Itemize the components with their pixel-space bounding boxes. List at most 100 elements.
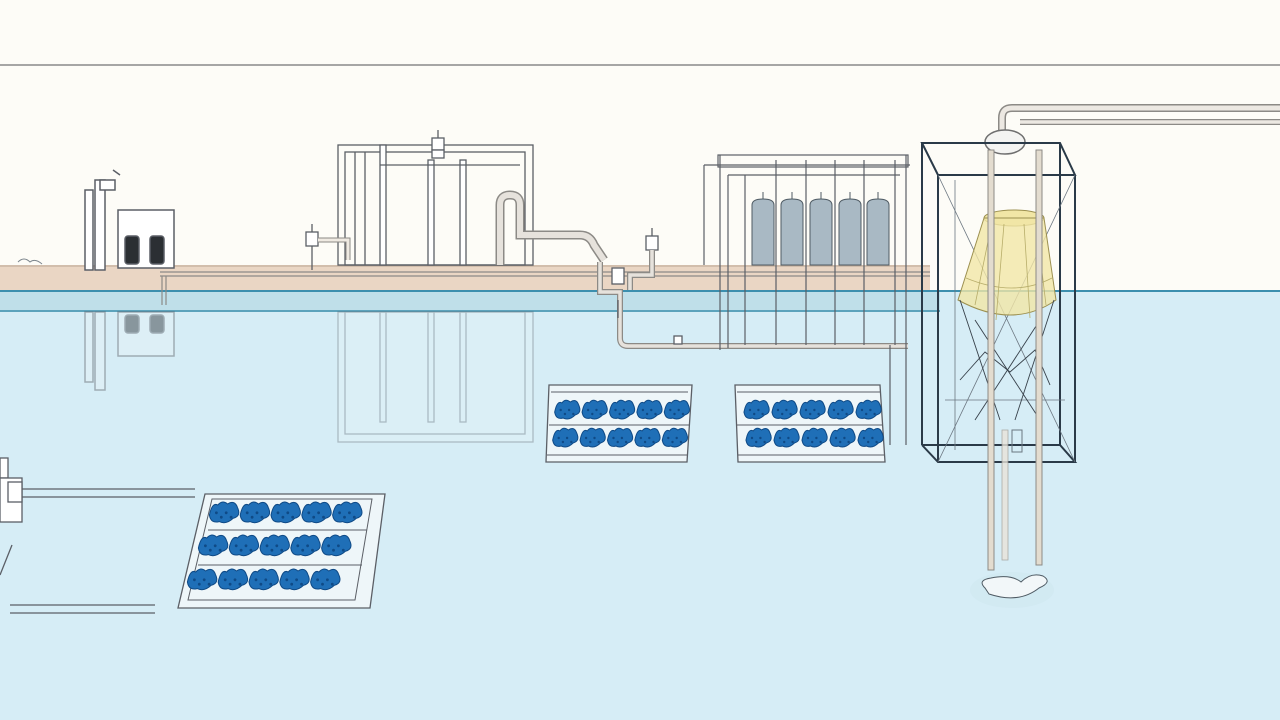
seaweed-texture [648, 436, 651, 440]
seaweed-texture [557, 436, 560, 440]
seaweed-texture [620, 436, 624, 440]
seaweed-texture [785, 408, 788, 412]
seaweed-texture [639, 436, 643, 440]
seaweed-tray-small-2 [734, 384, 886, 463]
seaweed-texture [584, 436, 588, 440]
seaweed-texture [586, 408, 590, 412]
seaweed-texture [244, 544, 248, 548]
cylinder-tank-icon [751, 192, 775, 266]
seaweed-texture [264, 578, 268, 582]
seaweed-texture [750, 436, 754, 440]
seaweed-tray-large [10, 488, 386, 614]
seaweed-texture [265, 544, 269, 548]
seaweed-texture [817, 412, 820, 416]
tank-unit-icon [84, 169, 175, 391]
seaweed-texture [317, 511, 320, 515]
seaweed-texture [254, 578, 258, 582]
seaweed-texture [234, 544, 238, 548]
seaweed-texture [675, 436, 678, 440]
seaweed-texture [229, 515, 233, 519]
seaweed-texture [612, 436, 615, 440]
intake-pipe-icon [970, 149, 1054, 608]
seaweed-texture [219, 515, 223, 519]
seaweed-texture [650, 408, 653, 412]
seaweed-texture [316, 578, 319, 582]
seaweed-texture [871, 436, 874, 440]
riser-valves [597, 228, 908, 349]
seaweed-texture [275, 544, 279, 548]
seaweed-texture [595, 408, 598, 412]
seaweed-texture [787, 436, 790, 440]
seaweed-texture [233, 578, 237, 582]
seaweed-texture [202, 578, 206, 582]
seaweed-texture [869, 408, 872, 412]
seaweed-texture [327, 544, 330, 548]
seaweed-texture [862, 436, 866, 440]
seaweed-texture [867, 440, 870, 444]
seaweed-texture [645, 412, 649, 416]
seaweed-texture [815, 436, 818, 440]
seaweed-texture [285, 578, 289, 582]
seaweed-texture [249, 548, 253, 552]
seaweed-texture [641, 408, 645, 412]
seaweed-texture [673, 412, 676, 416]
seaweed-texture [208, 548, 212, 552]
cylinder-tank-icon [780, 192, 804, 266]
seaweed-texture [332, 548, 335, 552]
seaweed-texture [597, 440, 600, 444]
seaweed-texture [839, 440, 842, 444]
seaweed-cells [186, 501, 363, 591]
seaweed-texture [352, 515, 356, 519]
seaweed-texture [306, 544, 309, 548]
seaweed-texture [286, 511, 290, 515]
cylinder-tank-icon [809, 192, 833, 266]
seaweed-texture [819, 440, 822, 444]
seaweed-texture [679, 440, 683, 444]
seaweed-texture [269, 582, 273, 586]
seaweed-texture [341, 548, 345, 552]
seaweed-texture [563, 412, 567, 416]
seaweed-texture [295, 578, 298, 582]
seaweed-texture [832, 408, 836, 412]
seaweed-texture [290, 582, 294, 586]
seaweed-texture [207, 582, 211, 586]
left-edge-machine [0, 457, 23, 576]
seaweed-texture [593, 436, 596, 440]
cylinder-tanks [751, 192, 890, 266]
seaweed-texture [255, 511, 259, 515]
seaweed-texture [763, 440, 766, 444]
seaweed-texture [781, 412, 784, 416]
cylinder-tank-icon [838, 192, 862, 266]
seaweed-texture [841, 408, 844, 412]
seaweed-texture [677, 408, 680, 412]
seaweed-texture [614, 408, 617, 412]
seaweed-texture [223, 578, 227, 582]
seaweed-texture [561, 440, 565, 444]
seaweed-texture [197, 582, 201, 586]
seaweed-texture [311, 548, 314, 552]
seaweed-texture [804, 408, 808, 412]
seaweed-texture [843, 436, 846, 440]
seaweed-texture [245, 511, 249, 515]
seaweed-texture [312, 515, 316, 519]
seaweed-texture [224, 511, 228, 515]
seaweed-texture [326, 578, 329, 582]
seaweed-texture [218, 548, 222, 552]
seaweed-texture [270, 548, 274, 552]
cone-net-structure [920, 104, 1280, 608]
seaweed-texture [337, 544, 340, 548]
cone-net-icon [957, 209, 1057, 321]
seaweed-texture [260, 515, 264, 519]
seaweed-texture [834, 436, 838, 440]
water-body [0, 290, 1280, 720]
seaweed-texture [624, 440, 628, 444]
seaweed-texture [667, 436, 670, 440]
seaweed-texture [307, 511, 311, 515]
seaweed-texture [811, 440, 814, 444]
seaweed-texture [643, 440, 647, 444]
seaweed-tray-small-1 [545, 384, 693, 463]
seaweed-texture [589, 440, 592, 444]
seaweed-texture [193, 578, 196, 582]
seaweed-texture [753, 412, 756, 416]
